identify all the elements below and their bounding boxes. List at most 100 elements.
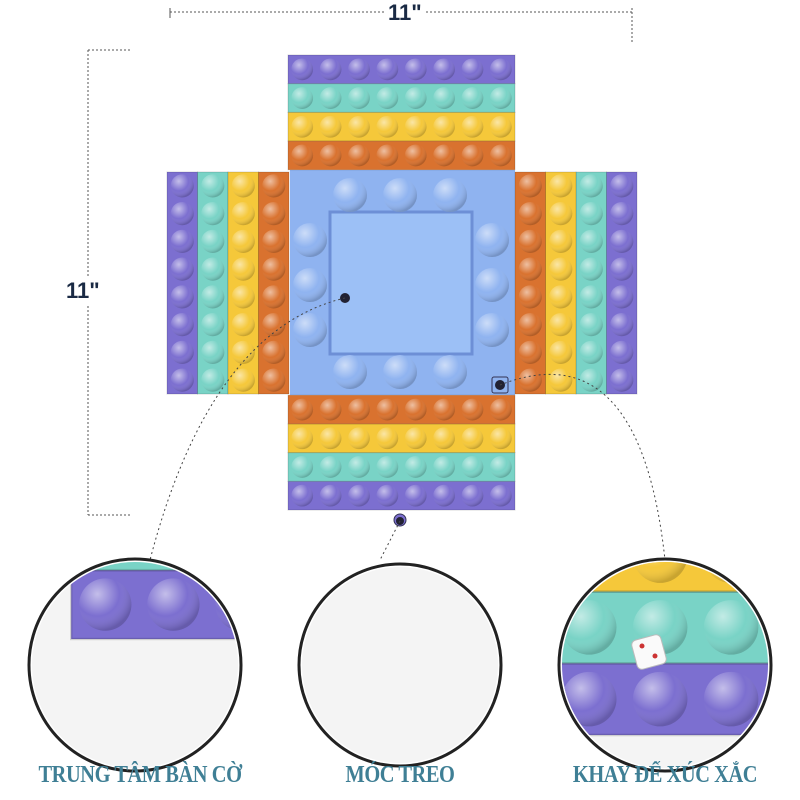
pop-bubble — [771, 100, 800, 156]
bubble-shine — [129, 104, 187, 162]
bubble-shine — [610, 174, 634, 198]
bubble-shine — [461, 58, 484, 81]
bubble-shine — [79, 510, 131, 562]
pop-bubble — [562, 457, 617, 512]
bubble-shine — [333, 178, 367, 212]
dice-tray-marker — [491, 376, 509, 394]
bubble-shine — [632, 671, 688, 727]
pop-bubble — [556, 441, 608, 493]
color-strip — [689, 0, 762, 361]
bubble-shine — [579, 257, 603, 281]
bubble-shine — [319, 456, 342, 478]
bubble-shine — [170, 285, 194, 309]
bubble-shine — [518, 313, 542, 337]
pop-bubble — [0, 381, 35, 439]
bubble-shine — [491, 528, 546, 583]
dice-pip — [639, 643, 645, 649]
bubble-shine — [53, 312, 111, 370]
pop-bubble — [99, 92, 164, 157]
bubble-shine — [348, 427, 370, 450]
bubble-shine — [170, 368, 194, 392]
bubble-shine — [147, 578, 200, 631]
bubble-shine — [14, 178, 79, 243]
bubble-shine — [376, 427, 399, 450]
bubble-shine — [579, 229, 603, 253]
pop-bubble — [771, 299, 800, 355]
bubble-shine — [319, 115, 342, 138]
bubble-shine — [518, 229, 542, 253]
pop-bubble — [771, 33, 800, 89]
bubble-shine — [433, 484, 455, 507]
bubble-shine — [184, 6, 249, 71]
pop-bubble — [771, 0, 800, 22]
bubble-shine — [376, 456, 399, 478]
bubble-shine — [404, 427, 427, 450]
bubble-shine — [170, 313, 194, 337]
pop-bubble — [205, 34, 263, 92]
color-strip — [0, 0, 44, 445]
pop-bubble — [704, 457, 759, 512]
detail-circle-content — [14, 6, 675, 763]
bubble-shine — [9, 299, 65, 355]
pop-bubble — [556, 510, 608, 562]
bubble-shine — [184, 92, 249, 157]
pop-bubble — [610, 92, 675, 157]
bubble-shine — [625, 100, 681, 156]
bubble-shine — [14, 92, 79, 157]
bubble-shine — [461, 484, 484, 507]
bubble-shine — [147, 441, 199, 493]
bubble-shine — [79, 441, 131, 493]
bubble-shine — [518, 340, 542, 364]
pop-bubble — [283, 510, 335, 562]
bubble-shine — [129, 34, 187, 92]
bubble-shine — [83, 0, 165, 32]
bubble-shine — [376, 115, 399, 138]
bubble-shine — [201, 368, 225, 392]
bubble-shine — [489, 427, 512, 450]
pop-bubble — [775, 528, 800, 583]
bubble-shine — [461, 144, 484, 167]
pop-bubble — [420, 510, 472, 562]
bubble-shine — [404, 456, 427, 478]
pop-bubble — [9, 100, 65, 156]
pop-bubble — [698, 100, 754, 156]
pop-bubble — [0, 34, 35, 92]
bubble-shine — [333, 355, 367, 389]
bubble-shine — [231, 174, 255, 198]
bubble-shine — [201, 285, 225, 309]
bubble-shine — [99, 178, 164, 243]
pop-bubble — [0, 104, 35, 162]
bubble-shine — [262, 202, 286, 226]
bubble-shine — [201, 174, 225, 198]
bubble-shine — [170, 257, 194, 281]
bubble-shine — [348, 144, 370, 167]
bubble-shine — [205, 34, 263, 92]
bubble-shine — [549, 285, 573, 309]
bubble-shine — [610, 257, 634, 281]
bubble-shine — [404, 484, 427, 507]
bubble-shine — [201, 229, 225, 253]
bubble-shine — [0, 34, 35, 92]
bubble-shine — [525, 6, 590, 71]
bubble-shine — [0, 243, 35, 301]
bubble-shine — [291, 456, 314, 478]
pop-bubble — [771, 166, 800, 222]
pop-bubble — [129, 104, 187, 162]
bubble-shine — [518, 257, 542, 281]
pop-bubble — [9, 166, 65, 222]
bubble-shine — [99, 264, 164, 329]
bubble-shine — [738, 130, 800, 215]
pop-bubble — [625, 33, 681, 89]
bubble-shine — [610, 313, 634, 337]
bubble-shine — [53, 104, 111, 162]
pop-bubble — [491, 528, 546, 583]
bubble-shine — [610, 229, 634, 253]
bubble-shine — [775, 600, 800, 655]
bubble-shine — [201, 202, 225, 226]
bubble-shine — [262, 340, 286, 364]
bubble-shine — [433, 355, 467, 389]
bubble-shine — [549, 202, 573, 226]
bubble-shine — [698, 166, 754, 222]
bubble-shine — [771, 33, 800, 89]
bubble-shine — [420, 510, 472, 562]
